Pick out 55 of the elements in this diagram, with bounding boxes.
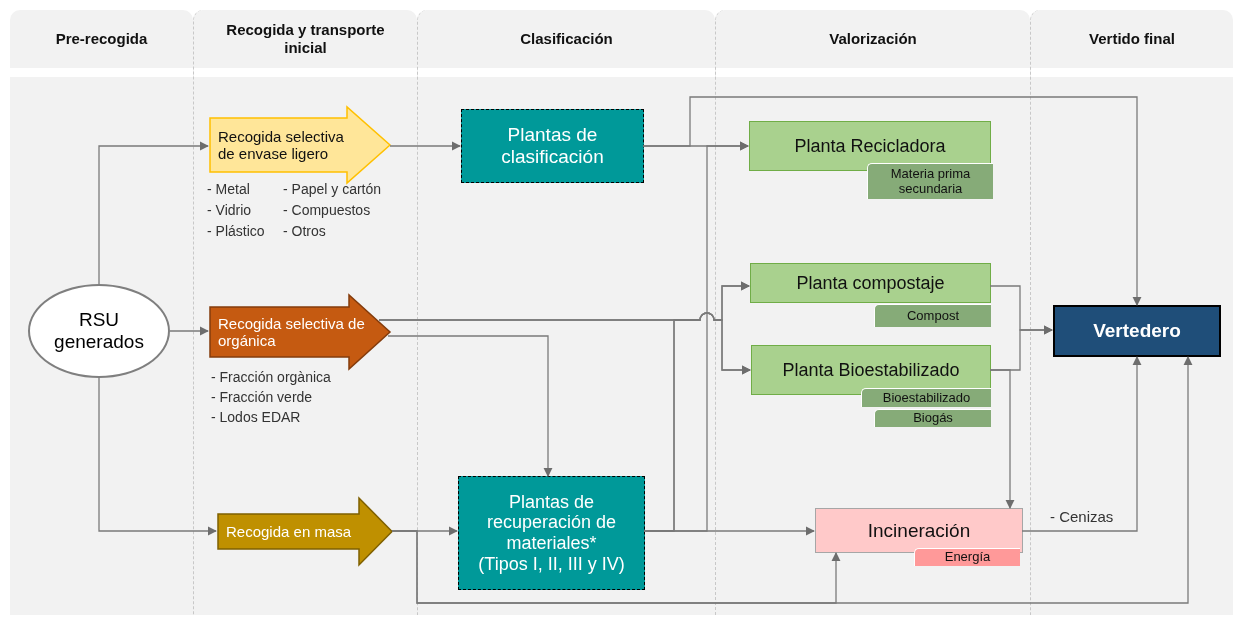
lane-header: Vertido final <box>1089 30 1175 48</box>
list-item: - Compuestos <box>283 202 371 218</box>
node-label: Recogida selectiva de envase ligero <box>218 127 345 163</box>
process-box <box>458 476 645 590</box>
node-label: Recogida selectiva de orgánica <box>218 314 366 350</box>
connector-arrow <box>169 326 209 336</box>
connector-arrow <box>389 141 461 151</box>
node-label: Incineración <box>867 519 971 542</box>
block-arrow <box>217 497 393 566</box>
output-tag: Energía <box>914 548 1020 566</box>
process-box <box>749 121 991 171</box>
node-label: RSU generados <box>54 309 144 353</box>
connector-arrow <box>98 141 209 285</box>
swimlane <box>715 10 1030 615</box>
list-item: - Fracción orgànica <box>211 369 331 385</box>
block-arrow <box>209 106 391 184</box>
list-item: - Vidrio <box>207 202 252 218</box>
process-box <box>750 263 991 303</box>
process-box <box>1053 305 1221 357</box>
output-tag: Compost <box>874 304 991 327</box>
connector-arrow <box>642 96 1142 306</box>
node-label: (Tipos I, II, III y IV) <box>478 553 625 575</box>
node-label: Vertedero <box>1093 320 1181 342</box>
connector-arrow <box>1021 356 1142 532</box>
node-label: Planta Bioestabilizado <box>782 359 960 381</box>
output-tag: Bioestabilizado <box>861 388 991 407</box>
swimlane <box>1030 10 1233 615</box>
output-tag: Biogás <box>874 409 991 427</box>
node-label: Planta compostaje <box>796 272 945 294</box>
node-label: Plantas de clasificación <box>500 124 605 168</box>
connector-arrow <box>387 335 553 477</box>
connector-arrow <box>391 356 1193 604</box>
list-item: - Fracción verde <box>211 389 313 405</box>
output-tag: Materia prima secundaria <box>867 163 993 199</box>
node-label: Plantas de recuperación de materiales* <box>485 491 618 554</box>
lane-header: Clasificación <box>520 30 613 48</box>
list-item: - Otros <box>283 223 326 239</box>
lane-header: Pre-recogida <box>55 30 148 48</box>
node-label: Recogida en masa <box>226 522 353 541</box>
process-box <box>815 508 1023 553</box>
process-box <box>461 109 644 183</box>
block-arrow <box>209 294 391 370</box>
list-item: - Lodos EDAR <box>211 409 301 425</box>
node-label: Planta Recicladora <box>794 135 946 157</box>
lane-header: Valorización <box>829 30 917 48</box>
process-box <box>751 345 991 395</box>
list-item: - Metal <box>207 181 250 197</box>
lane-header: Recogida y transporte inicial <box>225 21 386 57</box>
list-item: - Plástico <box>207 223 265 239</box>
swimlane <box>193 10 417 615</box>
swimlane <box>10 10 193 615</box>
connector-arrow <box>98 377 217 536</box>
connector-arrow <box>989 369 1015 509</box>
list-item: - Papel y cartón <box>283 181 382 197</box>
swimlane <box>417 10 715 615</box>
